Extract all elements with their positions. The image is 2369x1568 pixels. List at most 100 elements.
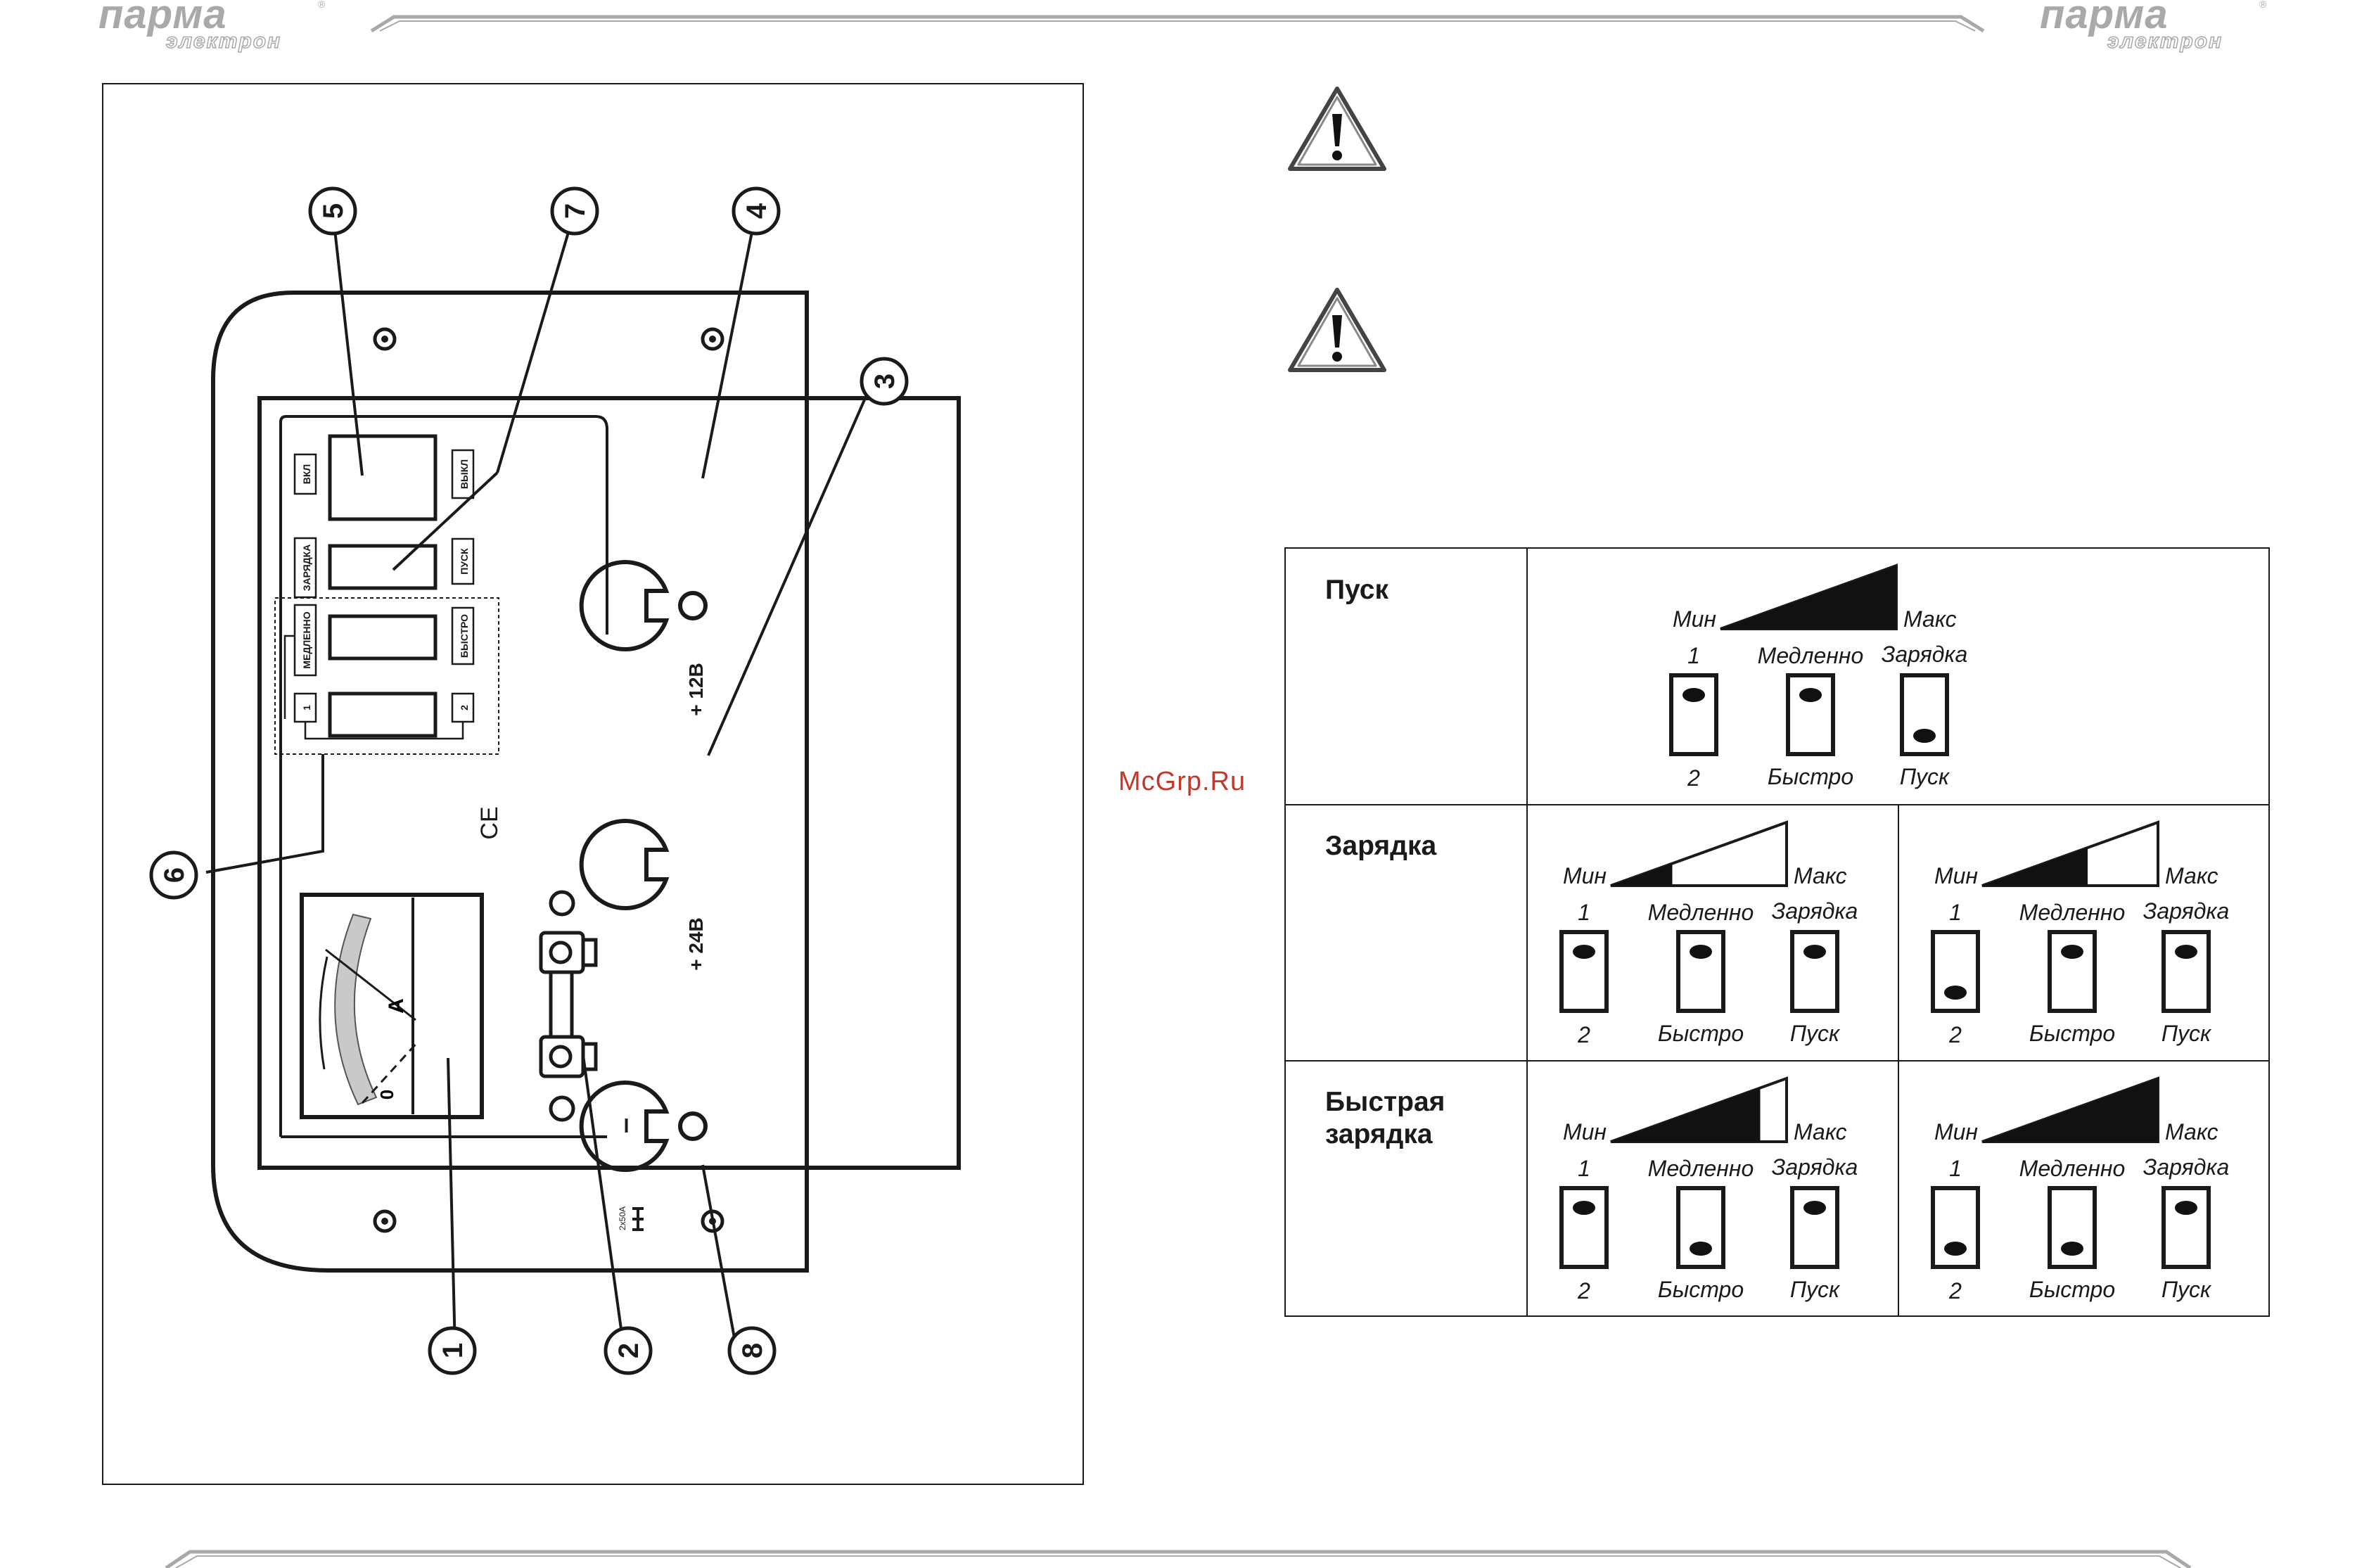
switch-charge-start [1790,1186,1839,1269]
switch-label: 2 [1949,1278,1962,1304]
level-wedge-fill [1982,848,2088,886]
label-plus12: + 12В [685,663,707,716]
switch-label: 2 [1578,1022,1590,1047]
switch-position-dot [1573,1201,1595,1215]
switch-label: Быстро [1657,1021,1744,1046]
switch-label: Зарядка [2143,898,2230,924]
row-title-line: зарядка [1325,1119,1433,1149]
switch-label: Медленно [1647,900,1754,925]
label-charge: ЗАРЯДКА [301,544,312,592]
ammeter-unit: A [385,998,408,1014]
label-slow: МЕДЛЕННО [301,611,312,668]
switch-label: 1 [1949,900,1962,925]
row-title-fast-charge: Быстрая зарядка [1325,1086,1445,1151]
switch-label: Мин [1562,1119,1607,1145]
switch-label: Мин [1562,863,1607,888]
logo-reg: ® [318,0,326,10]
logo-brand: парма [98,0,227,37]
switch-label: Пуск [1789,1277,1840,1302]
switch-label: Макс [1903,606,1957,632]
level-wedge-fill [1982,1078,2158,1142]
switch-position-dot [2175,1201,2197,1215]
logo-reg: ® [2259,0,2267,10]
screw-marks [373,327,724,1233]
switch-position-dot [1944,1242,1967,1256]
switch-position-dot [2175,945,2197,959]
warning-icon [1288,288,1386,372]
switch-label: Медленно [2019,1156,2126,1181]
callout-4: 4 [741,203,772,219]
switch-slow-fast [2048,930,2097,1013]
ammeter: A 0 [300,893,484,1119]
front-panel-diagram: ВКЛ ВЫКЛ ЗАРЯДКА ПУСК МЕДЛЕННО БЫСТРО 1 … [102,83,1084,1485]
switch-1-2 [1669,673,1718,756]
row-title-charge: Зарядка [1325,830,1436,862]
logo-sub: электрон [2107,30,2223,53]
callout-2: 2 [613,1343,644,1358]
switch-position-dot [2061,945,2083,959]
fuse-label: 2х50А [618,1206,627,1230]
row-title-line: Быстрая [1325,1087,1445,1117]
switch-label: Быстро [1657,1277,1744,1302]
switch-label: Пуск [2161,1021,2211,1046]
switch-label: Пуск [1899,764,1950,789]
switch-label: 1 [1687,643,1700,668]
switch-position-dot [1573,945,1595,959]
switch-position-dot [1944,986,1967,1000]
switch-label: Макс [2165,863,2218,888]
switch-position-dot [2061,1242,2083,1256]
logo-sub: электрон [165,30,282,53]
switch-label: Быстро [1767,764,1854,789]
label-one: 1 [301,705,312,710]
switch-label: Макс [1794,863,1847,888]
switch-label: Зарядка [2143,1154,2230,1180]
table-divider [1286,1060,2268,1062]
ce-mark: CE [476,806,503,839]
callout-6: 6 [159,867,190,883]
switch-1-2 [1559,1186,1609,1269]
switch-label: Пуск [2161,1277,2211,1302]
switch-charge-start [2162,1186,2211,1269]
switch-position-dot [1690,1242,1712,1256]
brand-logo: парма ® электрон [2040,0,2279,55]
warning-icon [1288,87,1386,171]
switch-position-dot [1690,945,1712,959]
row-title-line: Пуск [1325,575,1388,605]
watermark: McGrp.Ru [1118,767,1246,796]
switch-position-dot [1803,945,1826,959]
terminals [579,560,708,1172]
switch-position-dot [1682,688,1705,702]
switch-label: 2 [1687,765,1700,791]
level-wedge-fill [1611,1088,1761,1142]
switch-label: 1 [1578,900,1590,925]
callout-7: 7 [560,203,591,219]
switch-label: 2 [1949,1022,1962,1047]
switch-slow-fast [1786,673,1835,756]
switch-position-dot [1913,729,1936,743]
level-wedge-fill [1611,863,1673,886]
table-divider [1286,804,2268,805]
switch-label: Медленно [1647,1156,1754,1181]
switch-label: Мин [1934,1119,1978,1145]
logo-brand: парма [2040,0,2169,37]
switch-position-dot [1803,1201,1826,1215]
brand-logo: парма ® электрон [98,0,338,55]
switch-label: 1 [1949,1156,1962,1181]
level-wedge-fill [1720,566,1896,629]
label-start: ПУСК [459,548,470,575]
switch-label: 1 [1578,1156,1590,1181]
switch-label: Макс [2165,1119,2218,1145]
switch-1-2 [1559,930,1609,1013]
ammeter-zero: 0 [376,1090,397,1099]
row-title-start: Пуск [1325,574,1388,606]
callout-8: 8 [737,1343,768,1358]
switch-label: Зарядка [1881,642,1968,667]
switch-label: Медленно [2019,900,2126,925]
table-divider [1526,549,1528,1315]
